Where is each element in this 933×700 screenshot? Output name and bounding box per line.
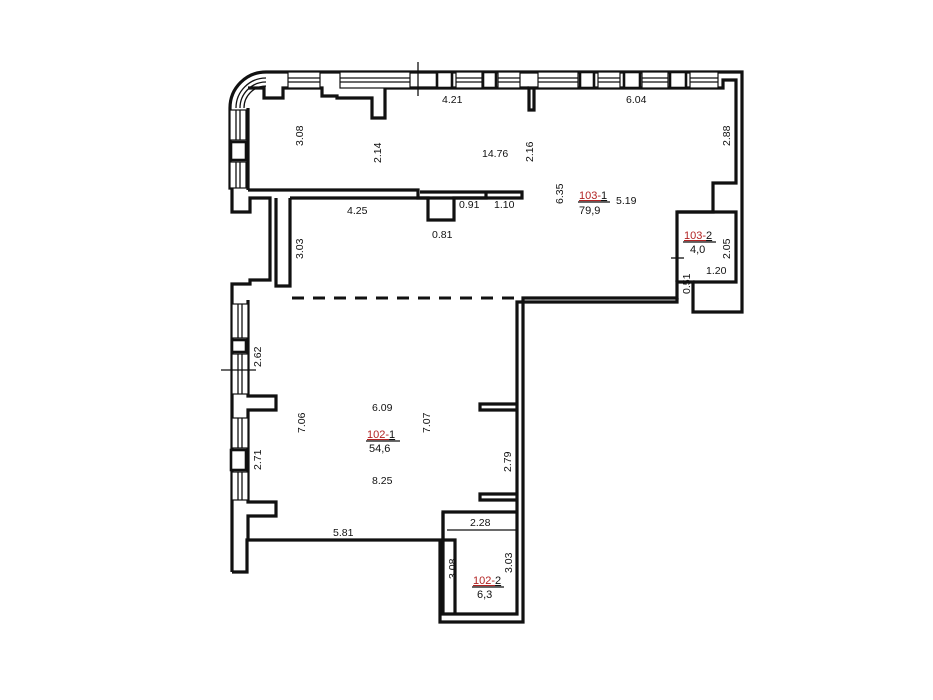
- room-area-103-1: 79,9: [579, 205, 600, 217]
- room-label-103-1: 103-1 79,9: [578, 190, 610, 217]
- svg-text:103-1: 103-1: [579, 190, 607, 202]
- svg-text:102-2: 102-2: [473, 575, 501, 587]
- pier-top-1: [435, 70, 454, 90]
- partition-wall-lower: [290, 192, 488, 222]
- dim-3-03-b: 3.03: [503, 552, 515, 573]
- walls: [228, 70, 744, 624]
- pier-left-1: [229, 140, 248, 162]
- dim-2-05: 2.05: [721, 238, 733, 259]
- dim-0-51: 0.51: [681, 273, 693, 294]
- left-outer-wall: [228, 70, 272, 572]
- corner-window: [235, 77, 267, 109]
- window-top-7: [641, 71, 669, 89]
- pier-top-3: [578, 70, 596, 90]
- dim-6-04: 6.04: [626, 94, 647, 106]
- window-top-8: [689, 71, 719, 89]
- pier-top-5: [668, 70, 688, 90]
- pier-top-2: [481, 70, 498, 90]
- window-left-5: [231, 417, 249, 449]
- dim-4-25: 4.25: [347, 205, 368, 217]
- svg-text:103-2: 103-2: [684, 230, 712, 242]
- dim-7-07: 7.07: [421, 412, 433, 433]
- dim-6-09: 6.09: [372, 402, 393, 414]
- dim-7-06: 7.06: [296, 412, 308, 433]
- room-area-102-2: 6,3: [477, 589, 492, 601]
- dim-2-62: 2.62: [252, 346, 264, 367]
- dim-6-35: 6.35: [554, 183, 566, 204]
- room-102-right-pier: [478, 402, 517, 412]
- room-label-103-2: 103-2 4,0: [683, 230, 716, 256]
- window-top-4: [497, 71, 521, 89]
- window-top-3: [455, 71, 483, 89]
- dim-8-25: 8.25: [372, 475, 393, 487]
- dim-3-03-a: 3.03: [294, 238, 306, 259]
- dim-5-19: 5.19: [616, 195, 637, 207]
- dim-3-08-a: 3.08: [294, 125, 306, 146]
- room-102-left-wall: [246, 300, 278, 540]
- pier-left-3: [229, 448, 248, 472]
- dim-0-81: 0.81: [432, 229, 453, 241]
- room-label-102-2: 102-2 6,3: [472, 575, 504, 601]
- dim-3-08-b: 3.08: [447, 558, 459, 579]
- pier-top-4: [622, 70, 642, 90]
- room-102-right-pier-2: [478, 492, 517, 502]
- svg-text:102-1: 102-1: [367, 429, 395, 441]
- window-left-3: [231, 303, 249, 339]
- dim-2-16: 2.16: [524, 141, 536, 162]
- room-103-2-walls: [677, 210, 738, 284]
- room-area-103-2: 4,0: [690, 244, 705, 256]
- dim-4-21: 4.21: [442, 94, 463, 106]
- window-left-6: [231, 471, 249, 501]
- dim-2-88: 2.88: [721, 125, 733, 146]
- dim-1-10: 1.10: [494, 199, 515, 211]
- window-left-1: [229, 109, 247, 141]
- left-corridor-wall: [274, 198, 292, 288]
- dim-2-79: 2.79: [502, 451, 514, 472]
- dim-5-81: 5.81: [333, 527, 354, 539]
- dim-0-91: 0.91: [459, 199, 480, 211]
- outer-wall-103: [232, 70, 744, 624]
- dimensions: 4.21 6.04 14.76 5.19 4.25 0.91 1.10 0.81…: [252, 94, 733, 579]
- pier-left-2: [230, 338, 248, 354]
- window-left-2: [229, 161, 247, 189]
- dim-2-28: 2.28: [470, 517, 491, 529]
- window-top-5: [537, 71, 579, 89]
- window-top-6: [597, 71, 621, 89]
- dim-1-20: 1.20: [706, 265, 727, 277]
- window-top-2: [339, 71, 411, 89]
- windows: [229, 70, 719, 501]
- dim-2-71: 2.71: [252, 449, 264, 470]
- dim-14-76: 14.76: [482, 148, 508, 160]
- room-102-2-walls: [441, 512, 457, 614]
- room-103-1-pier-a: [248, 86, 415, 120]
- dim-2-14: 2.14: [372, 142, 384, 163]
- window-top-1: [287, 71, 321, 89]
- window-left-4: [231, 353, 249, 395]
- corridor-wall: [441, 298, 679, 616]
- room-label-102-1: 102-1 54,6: [366, 429, 400, 455]
- room-area-102-1: 54,6: [369, 443, 390, 455]
